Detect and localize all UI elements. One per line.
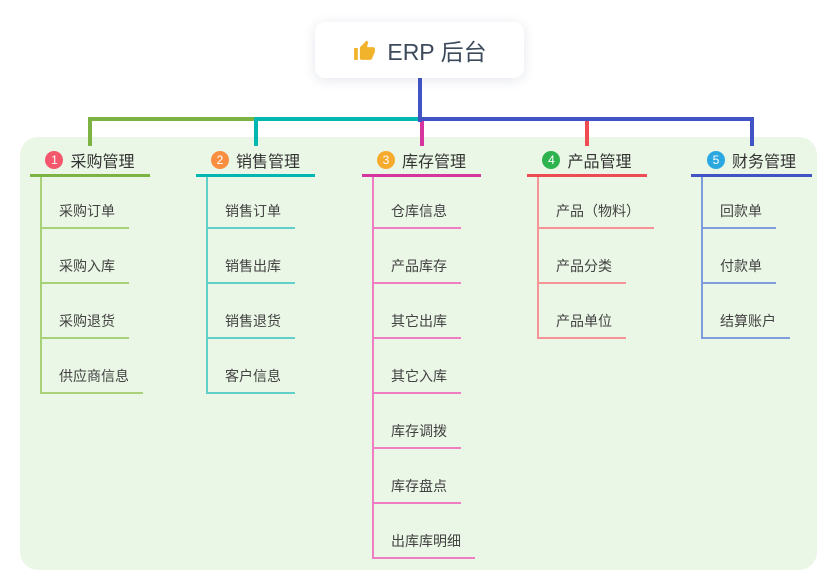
child-node-row: 出库库明细 (374, 504, 475, 559)
root-node[interactable]: ERP 后台 (315, 22, 524, 78)
child-node-row: 销售订单 (208, 177, 295, 229)
branch-node-4[interactable]: 4 产品管理 (527, 146, 647, 177)
branch-1-children: 采购订单采购入库采购退货供应商信息 (40, 177, 143, 394)
child-node-1-3[interactable]: 采购退货 (42, 311, 129, 339)
child-node-row: 产品单位 (539, 284, 654, 339)
child-node-row: 库存调拨 (374, 394, 475, 449)
child-node-row: 产品库存 (374, 229, 475, 284)
branch-3-label: 库存管理 (401, 154, 466, 171)
child-node-row: 产品（物料） (539, 177, 654, 229)
branch-node-1[interactable]: 1 采购管理 (30, 146, 150, 177)
background-panel (20, 137, 817, 570)
connector-drop-5 (749, 117, 754, 146)
root-label: ERP 后台 (387, 39, 487, 65)
branch-3-number-badge: 3 (376, 151, 395, 169)
branch-5-number-badge: 5 (706, 151, 725, 169)
child-node-2-2[interactable]: 销售出库 (208, 256, 295, 284)
child-node-3-1[interactable]: 仓库信息 (374, 201, 461, 229)
branch-1-number-badge: 1 (45, 151, 64, 169)
child-node-5-2[interactable]: 付款单 (703, 256, 776, 284)
child-node-4-1[interactable]: 产品（物料） (539, 201, 654, 229)
branch-2-number-badge: 2 (210, 151, 229, 169)
child-node-1-1[interactable]: 采购订单 (42, 201, 129, 229)
child-node-row: 其它入库 (374, 339, 475, 394)
branch-2-children: 销售订单销售出库销售退货客户信息 (206, 177, 295, 394)
branch-5-children: 回款单付款单结算账户 (701, 177, 790, 339)
child-node-row: 销售退货 (208, 284, 295, 339)
child-node-4-2[interactable]: 产品分类 (539, 256, 626, 284)
connector-drop-2 (253, 117, 258, 146)
connector-drop-1 (88, 117, 92, 146)
child-node-row: 仓库信息 (374, 177, 475, 229)
child-node-1-2[interactable]: 采购入库 (42, 256, 129, 284)
child-node-3-4[interactable]: 其它入库 (374, 366, 461, 394)
branch-node-2[interactable]: 2 销售管理 (196, 146, 315, 177)
child-node-3-2[interactable]: 产品库存 (374, 256, 461, 284)
branch-node-5[interactable]: 5 财务管理 (691, 146, 812, 177)
connector-drop-3 (419, 117, 424, 146)
branch-4-number-badge: 4 (542, 151, 561, 169)
child-node-2-3[interactable]: 销售退货 (208, 311, 295, 339)
child-node-row: 产品分类 (539, 229, 654, 284)
child-node-2-1[interactable]: 销售订单 (208, 201, 295, 229)
connector-root-drop (417, 76, 422, 122)
thumbs-up-icon (352, 38, 377, 63)
child-node-3-5[interactable]: 库存调拨 (374, 421, 461, 449)
child-node-row: 结算账户 (703, 284, 790, 339)
child-node-5-1[interactable]: 回款单 (703, 201, 776, 229)
child-node-row: 其它出库 (374, 284, 475, 339)
connector-drop-4 (585, 117, 589, 146)
child-node-row: 采购入库 (42, 229, 143, 284)
child-node-3-3[interactable]: 其它出库 (374, 311, 461, 339)
child-node-row: 回款单 (703, 177, 790, 229)
child-node-2-4[interactable]: 客户信息 (208, 366, 295, 394)
child-node-row: 库存盘点 (374, 449, 475, 504)
child-node-row: 采购退货 (42, 284, 143, 339)
branch-1-label: 采购管理 (70, 154, 135, 171)
child-node-3-7[interactable]: 出库库明细 (374, 531, 475, 559)
child-node-row: 付款单 (703, 229, 790, 284)
branch-3-children: 仓库信息产品库存其它出库其它入库库存调拨库存盘点出库库明细 (372, 177, 475, 559)
branch-5-label: 财务管理 (731, 154, 796, 171)
branch-4-children: 产品（物料） 产品分类产品单位 (537, 177, 654, 339)
child-node-3-6[interactable]: 库存盘点 (374, 476, 461, 504)
branch-4-label: 产品管理 (567, 154, 632, 171)
child-node-row: 供应商信息 (42, 339, 143, 394)
branch-2-label: 销售管理 (235, 154, 300, 171)
child-node-4-3[interactable]: 产品单位 (539, 311, 626, 339)
child-node-row: 客户信息 (208, 339, 295, 394)
branch-node-3[interactable]: 3 库存管理 (362, 146, 481, 177)
connector-horizontal-center (253, 117, 424, 121)
child-node-1-4[interactable]: 供应商信息 (42, 366, 143, 394)
connector-horizontal-right (419, 117, 754, 121)
child-node-row: 销售出库 (208, 229, 295, 284)
child-node-row: 采购订单 (42, 177, 143, 229)
child-node-5-3[interactable]: 结算账户 (703, 311, 790, 339)
connector-horizontal-left (88, 117, 258, 121)
